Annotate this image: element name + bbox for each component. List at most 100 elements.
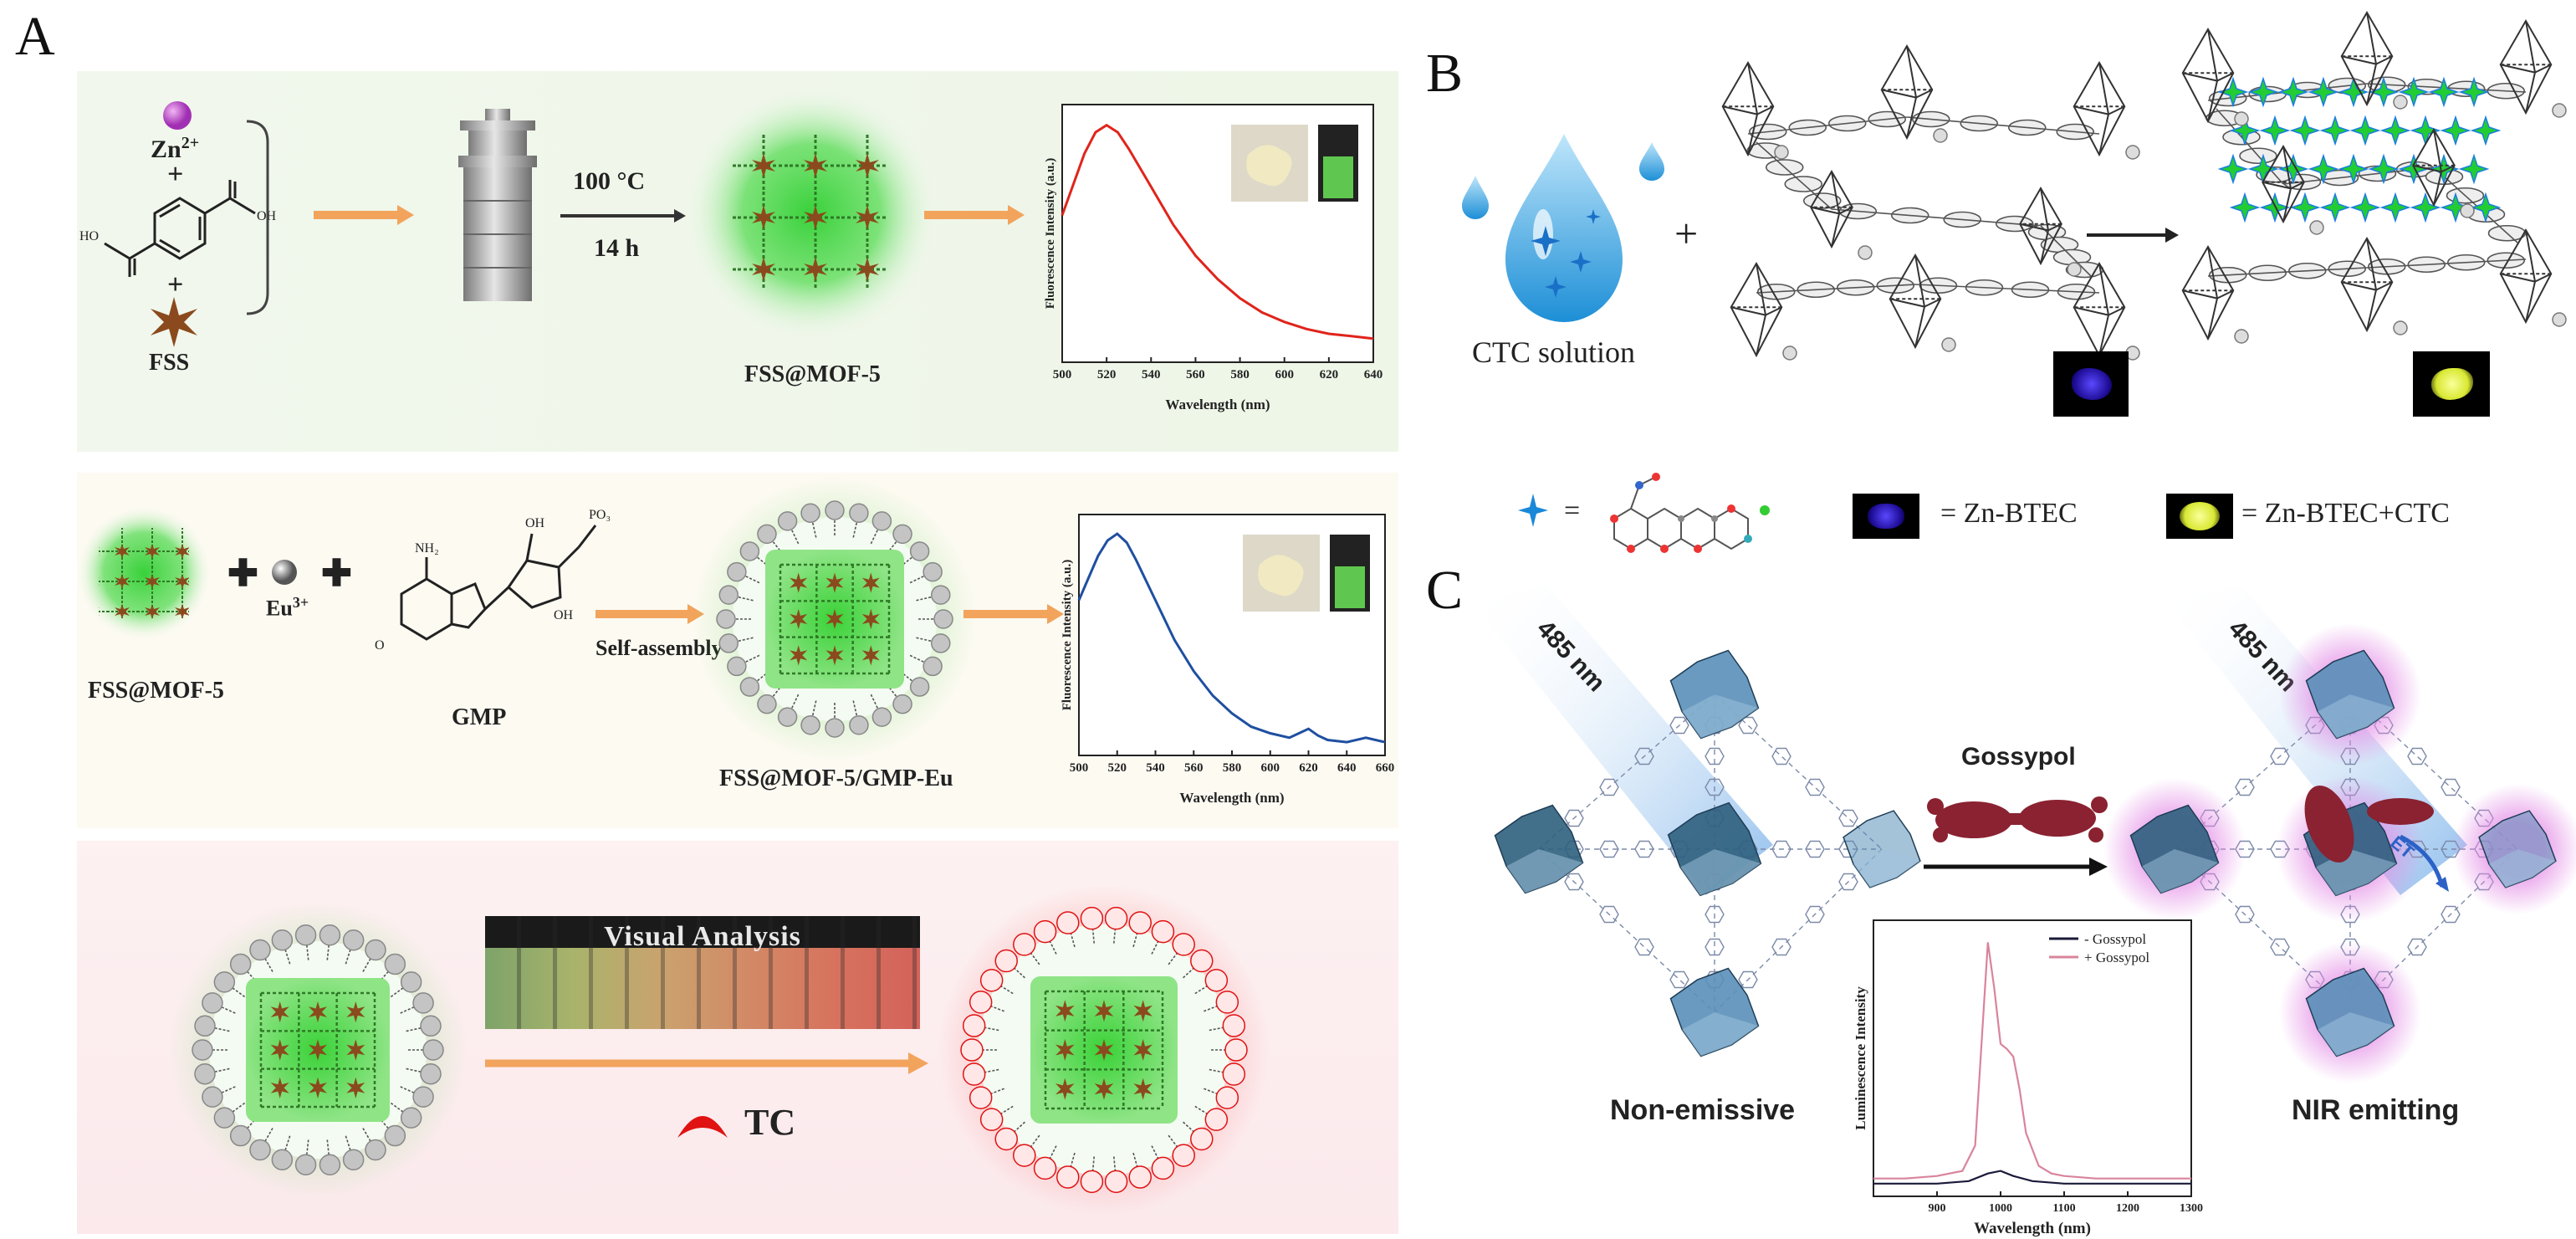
node-atom bbox=[2393, 320, 2408, 335]
ligand-chain bbox=[305, 941, 309, 960]
ligand-chain bbox=[852, 700, 858, 719]
ligand-chain bbox=[377, 968, 391, 984]
shell-bead bbox=[229, 953, 252, 975]
zn-btec-photo-powder bbox=[2072, 368, 2112, 400]
shell-bead bbox=[249, 1139, 271, 1161]
ligand-chain bbox=[229, 1102, 246, 1115]
organic-linker bbox=[1538, 848, 1715, 1013]
ctc-guest-marker bbox=[2247, 76, 2279, 108]
ligand-chain bbox=[986, 1004, 1004, 1012]
ctc-guest-marker bbox=[2349, 115, 2381, 146]
shell-bead bbox=[1033, 1156, 1057, 1180]
ligand-chain bbox=[1204, 1004, 1222, 1012]
x-tick-label: 600 bbox=[1275, 368, 1294, 381]
ligand-chain bbox=[1194, 1105, 1211, 1117]
zn-text: Zn bbox=[151, 136, 181, 163]
node-atom bbox=[2067, 262, 2082, 277]
eu-charge: 3+ bbox=[292, 594, 309, 611]
shell-bead bbox=[1128, 1165, 1152, 1189]
node-atom bbox=[1933, 128, 1948, 143]
zn-octahedron bbox=[1810, 170, 1853, 249]
fss-star bbox=[270, 1001, 289, 1023]
fss-star bbox=[346, 1039, 365, 1061]
shell-bead bbox=[777, 511, 798, 531]
shell-bead bbox=[192, 1039, 213, 1061]
zn-btec-legend-label: = Zn-BTEC bbox=[1940, 498, 2078, 529]
x-tick-label: 600 bbox=[1261, 761, 1280, 775]
ctc-guest-marker bbox=[2368, 76, 2400, 108]
fss-star bbox=[346, 1001, 365, 1023]
x-tick-label: 500 bbox=[1070, 761, 1089, 775]
ctc-guest-marker bbox=[2229, 192, 2261, 223]
svg-text:PO₃: PO₃ bbox=[589, 508, 611, 522]
shell-bead bbox=[1190, 949, 1214, 973]
ctc-guest-marker bbox=[2428, 76, 2460, 108]
ligand-chain bbox=[754, 670, 770, 683]
gmp-structure: O NH₂ OH OH PO₃ bbox=[375, 508, 611, 653]
fss-star bbox=[309, 1001, 327, 1023]
ligand-chain bbox=[326, 941, 330, 960]
metal-cluster bbox=[2129, 804, 2220, 894]
ligand-chain bbox=[790, 526, 800, 545]
shell-bead bbox=[1104, 906, 1128, 930]
metal-cluster bbox=[1667, 801, 1762, 897]
metal-cluster bbox=[1669, 649, 1760, 740]
ligand-chain bbox=[1010, 1121, 1025, 1135]
eu-ion-icon bbox=[272, 560, 297, 585]
zn-octahedron bbox=[2340, 11, 2394, 107]
zn-octahedron bbox=[2073, 61, 2126, 157]
ctc-guest-marker bbox=[2470, 192, 2502, 223]
y-axis-label: Fluorescence Intensity (a.u.) bbox=[1044, 158, 1057, 310]
shell-bead bbox=[319, 1154, 341, 1175]
organic-linker bbox=[1714, 848, 1883, 1013]
ligand-chain bbox=[1209, 1068, 1228, 1074]
shell-bead bbox=[342, 1149, 365, 1170]
x-axis-label: Wavelength (nm) bbox=[1165, 397, 1270, 412]
ligand-chain bbox=[1209, 1026, 1228, 1032]
shell-bead bbox=[412, 1086, 434, 1108]
organic-linker bbox=[1714, 694, 1883, 850]
shell-bead bbox=[933, 609, 953, 629]
shell-bead bbox=[1033, 919, 1057, 944]
shell-bead bbox=[420, 1062, 442, 1085]
shell-bead bbox=[384, 953, 406, 975]
ligand-chain bbox=[326, 1139, 330, 1159]
tc-label: TC bbox=[744, 1102, 796, 1143]
ligand-chain bbox=[211, 1027, 230, 1032]
ligand-chain bbox=[742, 654, 760, 664]
svg-text:OH: OH bbox=[554, 608, 574, 622]
ctc-guest-marker bbox=[2458, 76, 2490, 108]
x-tick-label: 520 bbox=[1108, 761, 1127, 775]
shell-bead bbox=[962, 1014, 986, 1037]
ctc-guest-marker bbox=[2410, 192, 2441, 223]
btec-linker bbox=[2366, 252, 2527, 275]
fss-mof5-crystal bbox=[686, 88, 937, 339]
zn-label: Zn2+ bbox=[151, 134, 199, 164]
ligand-chain bbox=[886, 539, 899, 555]
non-emissive-label: Non-emissive bbox=[1610, 1094, 1796, 1126]
shell-bead bbox=[994, 1127, 1018, 1151]
x-tick-label: 640 bbox=[1337, 761, 1357, 775]
ligand-chain bbox=[1183, 965, 1198, 979]
a2-powder bbox=[1258, 555, 1304, 596]
zn-btec-legend-powder bbox=[1868, 504, 1904, 529]
shell-bead bbox=[249, 939, 271, 961]
shell-bead bbox=[271, 929, 294, 951]
ligand-chain bbox=[1069, 929, 1076, 948]
ligand-chain bbox=[899, 670, 915, 683]
node-atom bbox=[2393, 95, 2408, 110]
gmp-label: GMP bbox=[452, 704, 507, 730]
x-tick-label: 1100 bbox=[2052, 1202, 2075, 1215]
shell-bead bbox=[202, 992, 223, 1014]
zn-btec-photo bbox=[2053, 351, 2129, 417]
shell-bead bbox=[727, 656, 747, 677]
shell-bead bbox=[757, 694, 777, 714]
mof-framework-nir-emitting bbox=[2103, 623, 2576, 1083]
legend-label: + Gossypol bbox=[2084, 950, 2149, 965]
node-atom bbox=[1774, 145, 1789, 160]
node-atom bbox=[2552, 312, 2567, 327]
node-atom bbox=[2234, 111, 2249, 126]
ligand-chain bbox=[1047, 937, 1057, 955]
zn-btec-ctc-legend-label: = Zn-BTEC+CTC bbox=[2241, 498, 2450, 529]
zn-octahedron bbox=[2019, 187, 2062, 266]
